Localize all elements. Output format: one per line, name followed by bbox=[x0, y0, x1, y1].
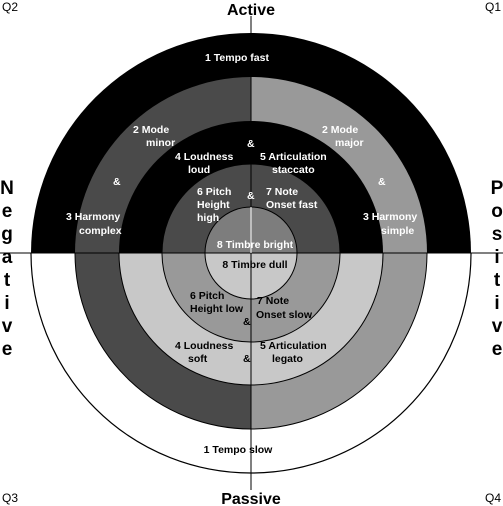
label-harmony-complex-2: complex bbox=[79, 225, 122, 237]
label-pitch-high-2: Height bbox=[197, 199, 230, 211]
svg-text:e: e bbox=[2, 201, 13, 222]
label-note-onset-fast-2: Onset fast bbox=[266, 199, 318, 211]
label-pitch-low-2: Height low bbox=[190, 303, 244, 315]
amp-pitch-upper: & bbox=[247, 190, 255, 202]
label-timbre-bright: 8 Timbre bright bbox=[217, 239, 294, 251]
label-articulation-legato-1: 5 Articulation bbox=[260, 340, 327, 352]
amp-lower-center: & bbox=[243, 353, 251, 365]
svg-text:g: g bbox=[1, 224, 13, 245]
label-pitch-low-1: 6 Pitch bbox=[190, 290, 224, 302]
quadrant-label-q3: Q3 bbox=[2, 491, 18, 505]
svg-text:N: N bbox=[0, 178, 14, 199]
svg-text:s: s bbox=[492, 224, 503, 245]
label-loudness-loud-2: loud bbox=[188, 164, 210, 176]
label-note-onset-fast-1: 7 Note bbox=[266, 186, 298, 198]
label-harmony-simple-2: simple bbox=[381, 225, 414, 237]
label-pitch-high-3: high bbox=[197, 212, 219, 224]
axis-label-negative: N e g a t i v e bbox=[0, 178, 14, 360]
label-articulation-staccato-1: 5 Articulation bbox=[260, 151, 327, 163]
label-note-onset-slow-1: 7 Note bbox=[257, 295, 289, 307]
quadrant-label-q4: Q4 bbox=[485, 491, 501, 505]
label-timbre-dull: 8 Timbre dull bbox=[222, 259, 287, 271]
svg-text:i: i bbox=[4, 293, 9, 314]
svg-text:o: o bbox=[491, 201, 503, 222]
label-loudness-soft-2: soft bbox=[188, 353, 208, 365]
svg-text:e: e bbox=[2, 339, 13, 360]
svg-text:i: i bbox=[494, 293, 499, 314]
label-mode-major-1: 2 Mode bbox=[322, 124, 358, 136]
svg-text:i: i bbox=[494, 247, 499, 268]
svg-text:e: e bbox=[492, 339, 503, 360]
svg-text:v: v bbox=[492, 316, 503, 337]
amp-upper-center: & bbox=[247, 138, 255, 150]
label-articulation-staccato-2: staccato bbox=[272, 164, 315, 176]
axis-label-positive: P o s i t i v e bbox=[491, 178, 503, 360]
svg-text:P: P bbox=[491, 178, 503, 199]
axis-label-passive: Passive bbox=[221, 491, 281, 506]
label-mode-major-2: major bbox=[335, 137, 364, 149]
label-loudness-soft-1: 4 Loudness bbox=[175, 340, 234, 352]
label-mode-minor-2: minor bbox=[146, 137, 175, 149]
label-harmony-simple-1: 3 Harmony bbox=[363, 211, 417, 223]
label-tempo-fast: 1 Tempo fast bbox=[205, 52, 269, 64]
label-articulation-legato-2: legato bbox=[272, 353, 303, 365]
svg-text:t: t bbox=[494, 270, 501, 291]
label-pitch-high-1: 6 Pitch bbox=[197, 186, 231, 198]
amp-left-upper: & bbox=[113, 176, 121, 188]
svg-text:a: a bbox=[2, 247, 13, 268]
label-tempo-slow: 1 Tempo slow bbox=[204, 444, 273, 456]
quadrant-label-q2: Q2 bbox=[2, 0, 18, 14]
label-harmony-complex-1: 3 Harmony bbox=[66, 211, 120, 223]
label-loudness-loud-1: 4 Loudness bbox=[175, 151, 234, 163]
amp-right-upper: & bbox=[378, 176, 386, 188]
label-note-onset-slow-2: Onset slow bbox=[256, 309, 313, 321]
svg-text:v: v bbox=[2, 316, 13, 337]
svg-text:t: t bbox=[4, 270, 11, 291]
label-mode-minor-1: 2 Mode bbox=[133, 124, 169, 136]
quadrant-label-q1: Q1 bbox=[485, 0, 501, 14]
axis-label-active: Active bbox=[227, 2, 275, 19]
amp-pitch-lower: & bbox=[243, 316, 251, 328]
